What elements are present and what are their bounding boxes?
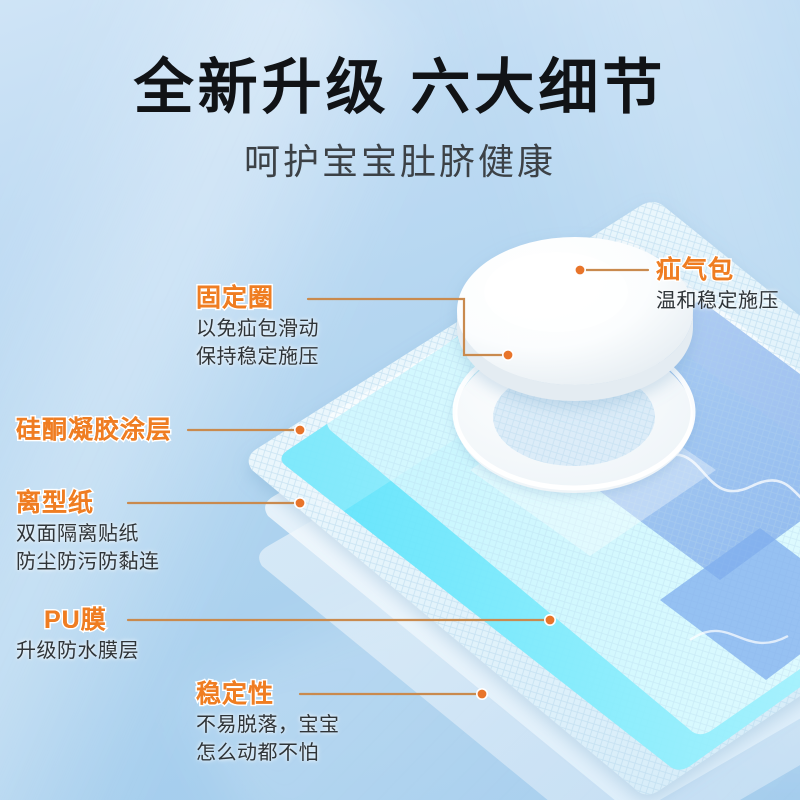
callout-desc-line: 保持稳定施压	[196, 345, 319, 368]
callout-title-silicone-gel-coating: 硅酮凝胶涂层 硅酮凝胶涂层	[14, 415, 173, 445]
callout-silicone-gel-coating: 硅酮凝胶涂层 硅酮凝胶涂层	[14, 415, 173, 445]
callout-title-hernia-pad: 疝气包 疝气包	[654, 255, 735, 285]
callout-fixing-ring: 固定圈 固定圈 以免疝包滑动 保持稳定施压	[194, 283, 319, 370]
callout-pu-film: PU膜 PU膜 升级防水膜层	[16, 605, 139, 665]
callout-desc-line: 不易脱落，宝宝	[196, 714, 340, 737]
poster-header: 全新升级 六大细节 呵护宝宝肚脐健康	[0, 0, 800, 180]
callout-hernia-pad: 疝气包 疝气包 温和稳定施压	[654, 255, 779, 315]
callout-stability: 稳定性 稳定性 不易脱落，宝宝 怎么动都不怕	[194, 679, 340, 766]
page-subtitle: 呵护宝宝肚脐健康	[243, 141, 556, 182]
callout-desc-line: 温和稳定施压	[656, 290, 779, 313]
hernia-pad-disc	[457, 237, 693, 401]
callout-title-pu-film: PU膜 PU膜	[43, 605, 108, 635]
page-title: 全新升级 六大细节	[133, 54, 667, 121]
callout-desc-line: 双面隔离贴纸	[16, 523, 139, 546]
callout-desc-line: 怎么动都不怕	[196, 741, 319, 764]
callout-desc-line: 以免疝包滑动	[196, 318, 319, 341]
blue-accent-band-lower	[660, 528, 800, 680]
callout-desc-line: 防尘防污防黏连	[16, 550, 160, 573]
callout-title-stability: 稳定性 稳定性	[194, 679, 275, 709]
callout-title-fixing-ring: 固定圈 固定圈	[194, 283, 275, 313]
callout-desc-line: 升级防水膜层	[16, 640, 139, 663]
callout-title-release-paper: 离型纸 离型纸	[14, 488, 95, 518]
callout-release-paper: 离型纸 离型纸 双面隔离贴纸 防尘防污防黏连	[14, 488, 160, 575]
